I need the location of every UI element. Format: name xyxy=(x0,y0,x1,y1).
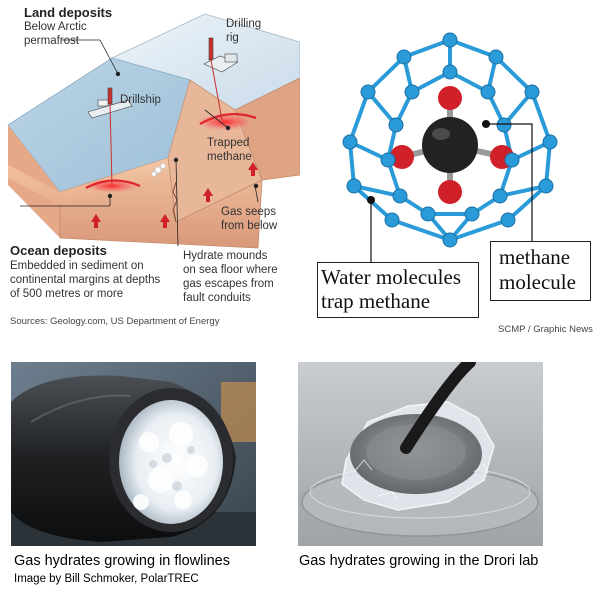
hydrate-cage-diagram xyxy=(342,32,558,262)
gas-arrows xyxy=(91,162,258,228)
drillship xyxy=(87,87,133,187)
gas-seeps-label-1: Gas seeps xyxy=(221,206,276,218)
geology-sources: Sources: Geology.com, US Department of E… xyxy=(10,316,220,327)
methane-label-1: methane xyxy=(499,245,571,269)
molecule-credit: SCMP / Graphic News xyxy=(498,324,593,335)
water-molecules-callout: Water molecules trap methane xyxy=(317,262,479,318)
land-gas-pocket xyxy=(195,113,255,131)
land-face xyxy=(234,77,300,181)
drori-lab-caption: Gas hydrates growing in the Drori lab xyxy=(299,553,539,569)
ocean-deposits-desc-3: of 500 metres or more xyxy=(10,288,124,300)
methane-molecule-callout: methane molecule xyxy=(490,241,591,301)
drori-lab-photo xyxy=(298,362,543,546)
hydrate-mounds xyxy=(151,163,166,177)
land-deposits-title: Land deposits xyxy=(24,5,113,20)
gas-seeps-label-2: from below xyxy=(221,220,278,232)
hydrate-mounds-label-4: fault conduits xyxy=(183,292,251,304)
hydrogen-atom xyxy=(438,180,462,204)
drilling-rig-label-2: rig xyxy=(226,32,239,44)
geology-diagram xyxy=(7,13,300,249)
trapped-methane-label-2: methane xyxy=(207,151,252,163)
water-molecules-label-1: Water molecules xyxy=(321,265,461,289)
carbon-atom xyxy=(422,117,478,173)
hydrogen-atom xyxy=(390,145,414,169)
stirring-rod xyxy=(400,362,476,454)
hydrate-mounds-label-2: on sea floor where xyxy=(183,264,278,276)
flowline-caption: Gas hydrates growing in flowlines xyxy=(14,553,230,569)
hydrogen-atom xyxy=(438,86,462,110)
land-deposits-desc-2: permafrost xyxy=(24,35,79,47)
drilling-rig-label-1: Drilling xyxy=(226,18,262,30)
ocean-deposits-desc-2: continental margins at depths xyxy=(10,274,161,286)
flowline-photo xyxy=(11,362,256,546)
drillship-label: Drillship xyxy=(120,94,161,106)
ocean-deposits-title: Ocean deposits xyxy=(10,243,107,258)
hydrate-mounds-label-3: gas escapes from xyxy=(183,278,274,290)
trapped-methane-label-1: Trapped xyxy=(207,137,250,149)
hydrate-mounds-label-1: Hydrate mounds xyxy=(183,250,268,262)
flowline-credit: Image by Bill Schmoker, PolarTREC xyxy=(14,573,199,585)
ocean-deposits-desc-1: Embedded in sediment on xyxy=(10,260,144,272)
drilling-rig xyxy=(203,37,239,121)
lattice-nodes xyxy=(342,32,558,248)
methane-label-2: molecule xyxy=(499,270,576,294)
water-molecules-label-2: trap methane xyxy=(321,289,431,313)
land-deposits-desc-1: Below Arctic xyxy=(24,21,87,33)
